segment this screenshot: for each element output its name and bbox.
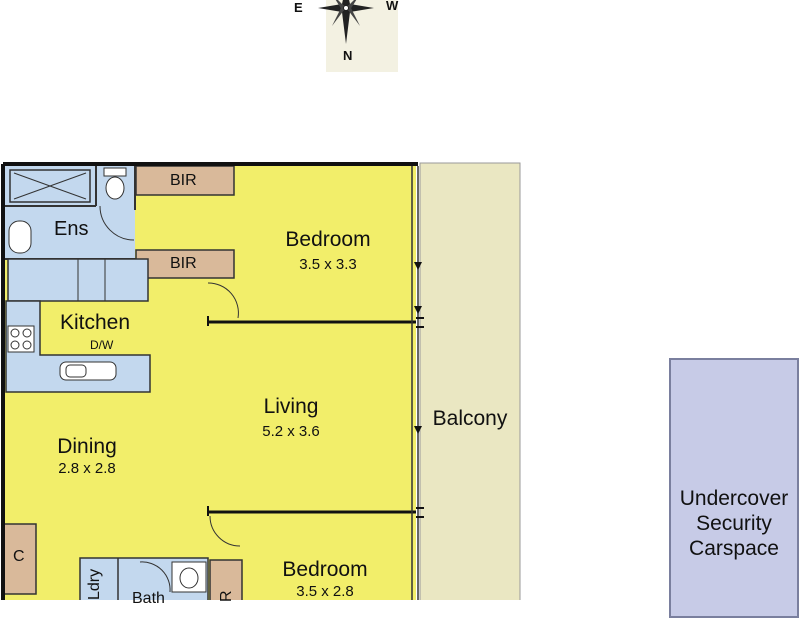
bedroom2-label: Bedroom — [282, 558, 368, 581]
robe-bottom-label: R — [218, 590, 235, 602]
toilet-icon — [103, 167, 127, 177]
bir-top-area — [135, 165, 235, 196]
carspace-line-2: Security — [696, 512, 772, 535]
carspace-line-3: Carspace — [689, 537, 779, 560]
carspace-label: Undercover Security Carspace — [671, 486, 797, 561]
bir-mid-label: BIR — [170, 255, 197, 272]
compass-west-label: W — [386, 0, 399, 13]
ensuite-label: Ens — [54, 218, 89, 240]
compass-east-label: E — [294, 0, 303, 15]
dining-dimensions: 2.8 x 2.8 — [58, 460, 116, 477]
living-dimensions: 5.2 x 3.6 — [262, 423, 320, 440]
sink-icon — [59, 361, 117, 381]
kitchen-label: Kitchen — [59, 311, 131, 334]
bedroom1-dimensions: 3.5 x 3.3 — [299, 256, 357, 273]
living-label: Living — [263, 395, 319, 418]
compass-north-label: N — [343, 48, 353, 63]
bedroom2-dimensions: 3.5 x 2.8 — [296, 583, 354, 600]
carspace-block: Undercover Security Carspace — [669, 358, 799, 618]
bir-top-label: BIR — [170, 172, 197, 189]
dishwasher-label: D/W — [90, 338, 114, 352]
dining-label: Dining — [57, 435, 117, 458]
balcony-label: Balcony — [432, 407, 508, 430]
floor-plan — [1, 162, 521, 600]
basin-icon — [8, 220, 32, 254]
bedroom1-label: Bedroom — [285, 228, 371, 251]
cupboard-label: C — [13, 548, 25, 565]
bir-mid-area — [135, 249, 235, 279]
compass-rose-icon — [318, 0, 398, 72]
robe-bottom-area — [209, 559, 243, 600]
bath-label: Bath — [132, 590, 165, 607]
laundry-label: Ldry — [86, 568, 103, 600]
carspace-line-1: Undercover — [679, 487, 789, 510]
balcony-area — [419, 162, 521, 600]
compass: E W N — [294, 0, 408, 72]
